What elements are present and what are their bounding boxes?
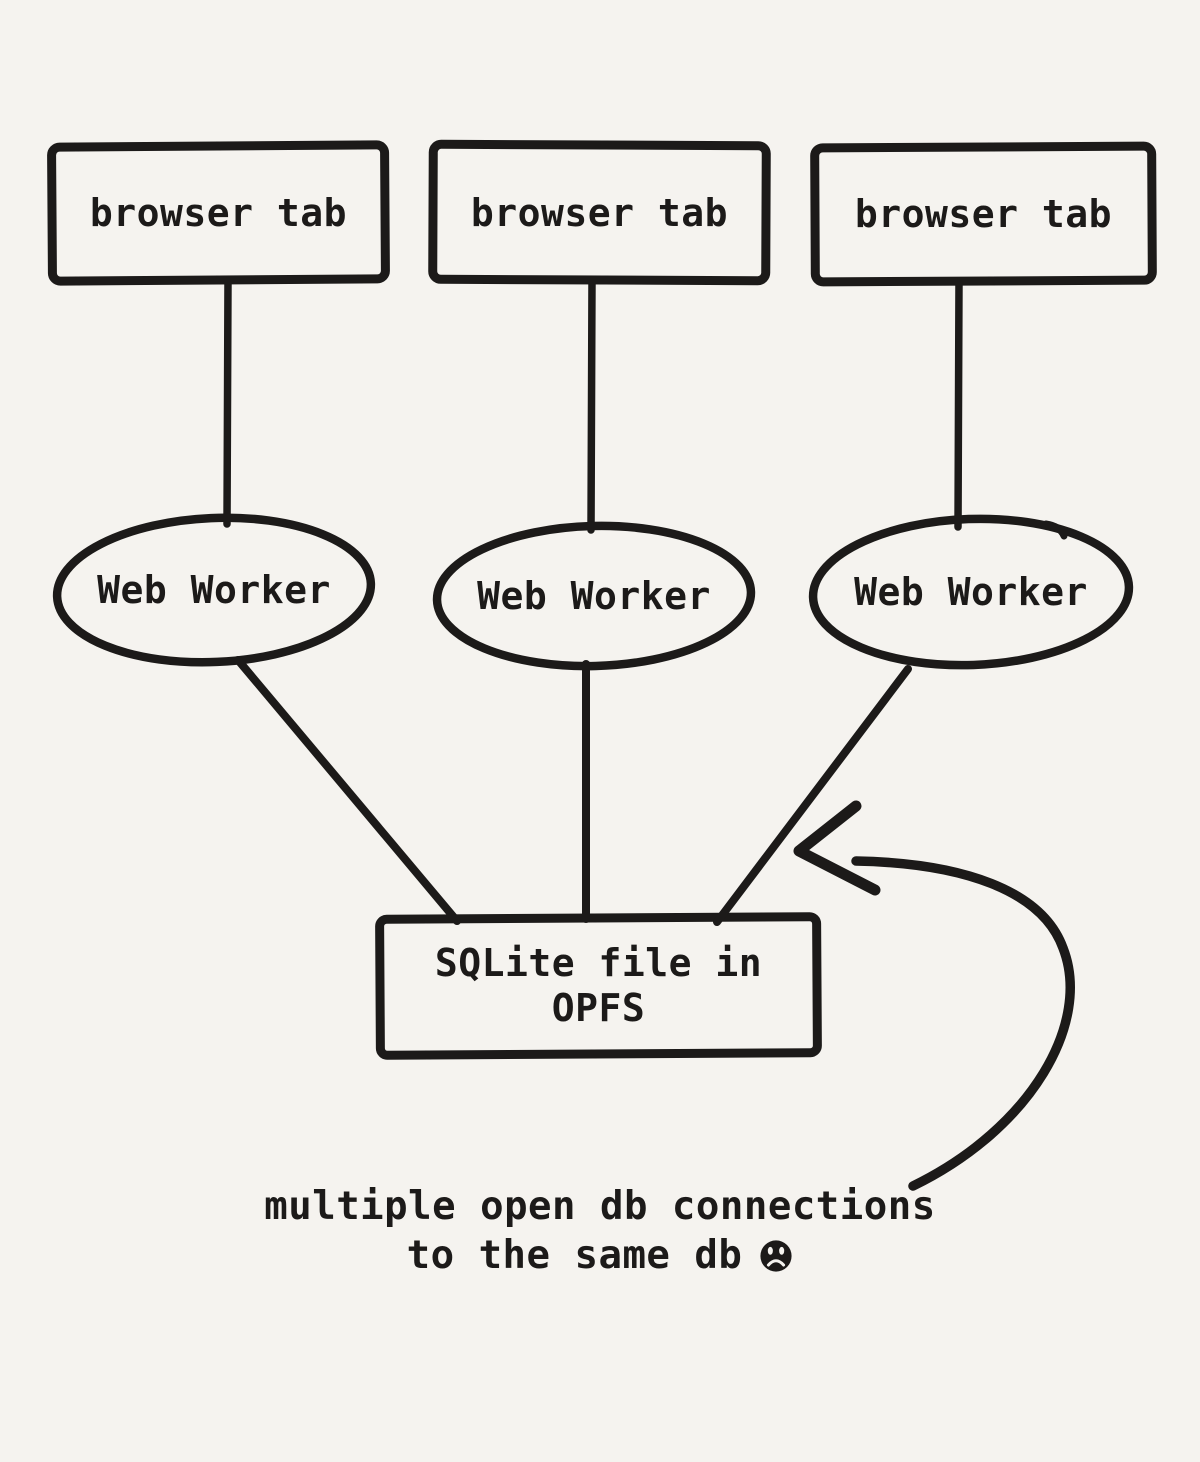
web-worker-label-1: Web Worker xyxy=(97,568,331,612)
caption-line2-wrap: to the same db xyxy=(150,1231,1050,1280)
caption: multiple open db connections to the same… xyxy=(150,1182,1050,1280)
sad-face-icon xyxy=(760,1240,792,1272)
sqlite-opfs-label: SQLite file in OPFS xyxy=(380,918,817,1054)
sqlite-opfs-label-line2: OPFS xyxy=(551,986,646,1030)
web-worker-label-3: Web Worker xyxy=(854,570,1088,614)
sqlite-opfs-label-line1: SQLite file in xyxy=(434,941,763,985)
web-worker-ellipse-2 xyxy=(432,521,756,671)
curved-arrow-head xyxy=(793,800,881,896)
web-worker-label-2: Web Worker xyxy=(477,574,711,618)
connector-tab3-worker3 xyxy=(954,278,963,531)
caption-line1: multiple open db connections xyxy=(264,1184,936,1229)
browser-tab-box-3 xyxy=(810,141,1157,287)
browser-tab-label-3: browser tab xyxy=(854,192,1113,236)
web-worker-ellipse-1 xyxy=(52,513,376,667)
connector-worker3-db xyxy=(713,665,912,926)
browser-tab-label-1: browser tab xyxy=(89,191,348,235)
caption-line2: to the same db xyxy=(406,1233,743,1278)
browser-tab-box-2 xyxy=(428,139,771,286)
connector-worker1-db xyxy=(234,656,461,925)
web-worker-ellipse-3 xyxy=(808,514,1134,670)
browser-tab-label-2: browser tab xyxy=(470,190,729,235)
sqlite-opfs-box xyxy=(375,912,822,1060)
curved-arrow-shaft xyxy=(851,856,1075,1191)
ellipse3-sketch-overlap xyxy=(1042,520,1068,540)
browser-tab-box-1 xyxy=(47,140,390,286)
connector-tab1-worker1 xyxy=(223,277,232,528)
connector-tab2-worker2 xyxy=(587,276,596,534)
